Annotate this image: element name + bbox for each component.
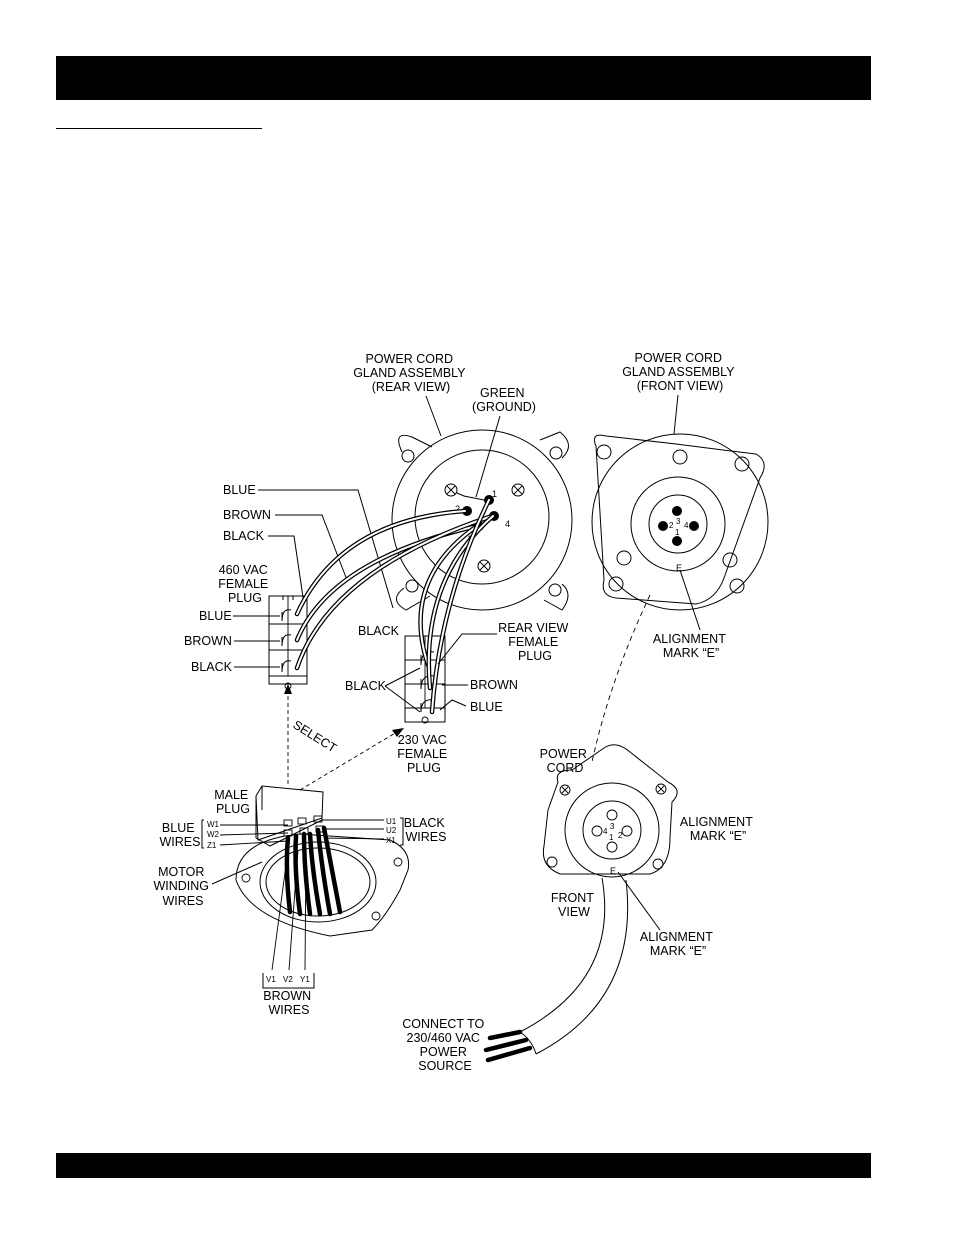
select-label: SELECT [290, 718, 339, 756]
front-pin-3: 3 [676, 517, 681, 526]
front-gland-label: POWER CORD GLAND ASSEMBLY (FRONT VIEW) [622, 351, 738, 393]
male-plug [255, 785, 325, 847]
front-gland-assembly: 2 3 4 1 E [591, 433, 769, 611]
pin-2-label: 2 [455, 504, 460, 514]
male-plug-label: MALE PLUG [214, 788, 252, 816]
blue-wires-label: BLUE WIRES [160, 821, 201, 849]
motor-winding-wires [284, 825, 343, 917]
plug-230-label: 230 VAC FEMALE PLUG [397, 733, 451, 775]
front-mark-e: E [676, 563, 682, 573]
black-wires-label: BLACK WIRES [404, 816, 448, 844]
plug-460-blue-label: BLUE [199, 609, 232, 623]
black-mid-label: BLACK [358, 624, 400, 638]
plug-230-black-label: BLACK [345, 679, 387, 693]
pin-4-label: 4 [505, 519, 510, 529]
plug-230-brown-label: BROWN [470, 678, 518, 692]
terminals-bottom: V1 V2 Y1 [266, 975, 310, 984]
plug-460-brown-label: BROWN [184, 634, 232, 648]
header-bar [56, 56, 871, 100]
title-underline [56, 128, 262, 129]
front-pin-1: 1 [675, 528, 680, 537]
brown-wires-label: BROWN WIRES [263, 989, 314, 1017]
cord-pin-4: 4 [603, 827, 608, 836]
front-pin-4: 4 [684, 521, 689, 530]
black-wire-label: BLACK [223, 529, 265, 543]
cord-pin-1: 1 [609, 833, 614, 842]
front-view-label: FRONT VIEW [551, 891, 597, 919]
wires-230 [418, 497, 496, 715]
power-cord-label: POWER CORD [540, 747, 591, 775]
cord-mark-e: E [610, 866, 616, 876]
rear-gland-label: POWER CORD GLAND ASSEMBLY (REAR VIEW) [353, 352, 469, 394]
terminals-right: U1 U2 X1 [386, 817, 398, 845]
green-ground-label: GREEN (GROUND) [472, 386, 536, 414]
rear-view-female-plug-label: REAR VIEW FEMALE PLUG [498, 621, 572, 663]
alignment-mark-right-label: ALIGNMENT MARK “E” [680, 815, 756, 843]
plug-460-label: 460 VAC FEMALE PLUG [218, 563, 272, 605]
wires-460 [294, 508, 495, 671]
rear-gland-assembly: 1 2 3 4 [391, 429, 573, 611]
front-pin-2: 2 [669, 521, 674, 530]
motor-winding-label: MOTOR WINDING WIRES [153, 865, 212, 908]
cord-pin-3: 3 [610, 822, 615, 831]
terminals-left: W1 W2 Z1 [207, 820, 221, 850]
cord-pin-2: 2 [618, 831, 623, 840]
pin-1-label: 1 [492, 489, 497, 499]
alignment-mark-top-label: ALIGNMENT MARK “E” [653, 632, 729, 660]
footer-bar [56, 1153, 871, 1178]
brown-wire-label: BROWN [223, 508, 271, 522]
power-cord-cable [483, 877, 629, 1063]
connect-label: CONNECT TO 230/460 VAC POWER SOURCE [402, 1017, 487, 1073]
plug-460-black-label: BLACK [191, 660, 233, 674]
power-cord-connector: 4 3 2 1 E [542, 744, 678, 878]
blue-wire-label: BLUE [223, 483, 256, 497]
plug-230-blue-label: BLUE [470, 700, 503, 714]
plug-230 [404, 635, 446, 724]
alignment-mark-bottom-label: ALIGNMENT MARK “E” [640, 930, 716, 958]
